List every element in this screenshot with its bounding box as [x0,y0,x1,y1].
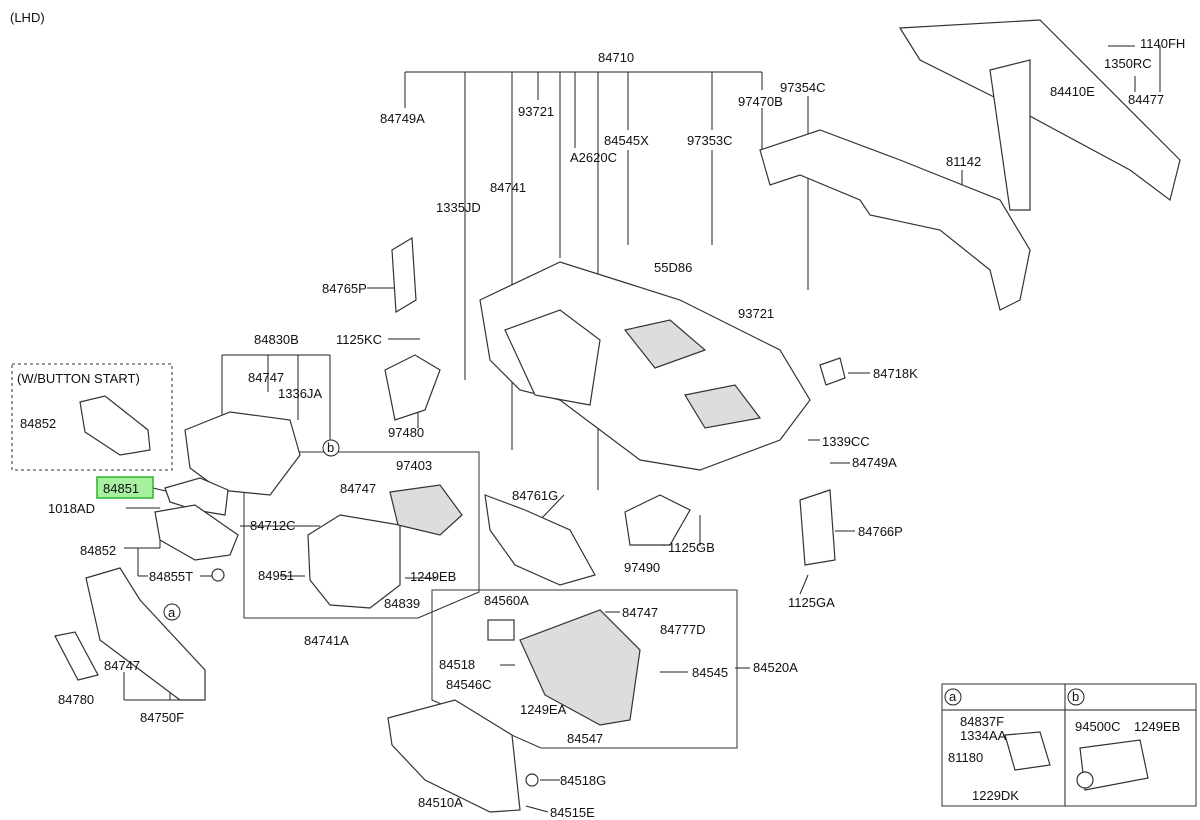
label-84518[interactable]: 84518 [439,657,475,672]
label-84741[interactable]: 84741 [490,180,526,195]
label-94500C[interactable]: 94500C [1075,719,1121,734]
marker-b: b [327,440,334,455]
label-84712C[interactable]: 84712C [250,518,296,533]
label-55D86[interactable]: 55D86 [654,260,692,275]
label-84520A[interactable]: 84520A [753,660,798,675]
marker-b-circle [322,439,340,457]
label-1249EB-mid[interactable]: 1249EB [410,569,456,584]
label-1140FH[interactable]: 1140FH [1140,36,1185,51]
label-84852-top[interactable]: 84852 [20,416,56,431]
marker-a-circle [163,603,181,621]
label-84547[interactable]: 84547 [567,731,603,746]
label-84851[interactable]: 84851 [103,481,139,496]
label-81180[interactable]: 81180 [948,750,983,765]
lower-panel-part [85,567,206,701]
label-1334AA[interactable]: 1334AA [960,728,1007,743]
label-84749A-mid[interactable]: 84749A [852,455,897,470]
label-84545[interactable]: 84545 [692,665,728,680]
label-1125GB[interactable]: 1125GB [668,540,715,555]
label-84766P[interactable]: 84766P [858,524,903,539]
label-84780[interactable]: 84780 [58,692,94,707]
label-84518G[interactable]: 84518G [560,773,606,788]
label-1335JD[interactable]: 1335JD [436,200,481,215]
label-84747-c[interactable]: 84747 [622,605,658,620]
label-84852-low[interactable]: 84852 [80,543,116,558]
label-1229DK[interactable]: 1229DK [972,788,1019,803]
label-1350RC[interactable]: 1350RC [1104,56,1152,71]
duct-part [759,129,1031,311]
label-84761G[interactable]: 84761G [512,488,558,503]
side-vent-part [391,236,417,314]
inset-a-label: a [949,689,957,704]
parts [54,19,1181,813]
label-84750F[interactable]: 84750F [140,710,184,725]
label-1339CC[interactable]: 1339CC [822,434,870,449]
label-97490[interactable]: 97490 [624,560,660,575]
label-84951[interactable]: 84951 [258,568,294,583]
glove-box-housing-part [519,609,641,726]
label-1249EA[interactable]: 1249EA [520,702,567,717]
label-84747-b[interactable]: 84747 [340,481,376,496]
label-84747-d[interactable]: 84747 [104,658,140,673]
inset-box [941,683,1197,807]
label-97353C[interactable]: 97353C [687,133,733,148]
label-84777D[interactable]: 84777D [660,622,706,637]
label-84515E[interactable]: 84515E [550,805,595,820]
button-start-label: (W/BUTTON START) [17,371,140,386]
group-84520A-box [431,589,738,749]
label-84749A-top[interactable]: 84749A [380,111,425,126]
label-84710[interactable]: 84710 [598,50,634,65]
label-97403[interactable]: 97403 [396,458,432,473]
glove-box-part [387,699,521,813]
cowl-cross-bar-part [898,19,1181,202]
cluster-hood-part [184,411,301,496]
labels: (LHD) (W/BUTTON START) 84710 84749A 9372… [10,10,1185,820]
label-81142[interactable]: 81142 [946,154,981,169]
label-84546C[interactable]: 84546C [446,677,492,692]
label-84545X[interactable]: 84545X [604,133,649,148]
label-84855T[interactable]: 84855T [149,569,193,584]
label-1249EB-b[interactable]: 1249EB [1134,719,1180,734]
label-97480[interactable]: 97480 [388,425,424,440]
label-84510A[interactable]: 84510A [418,795,463,810]
label-84718K[interactable]: 84718K [873,366,918,381]
label-84837F[interactable]: 84837F [960,714,1004,729]
label-1018AD[interactable]: 1018AD [48,501,95,516]
label-93721-top[interactable]: 93721 [518,104,554,119]
label-84830B[interactable]: 84830B [254,332,299,347]
inset-a-circle [944,688,962,706]
label-1336JA[interactable]: 1336JA [278,386,322,401]
label-84560A[interactable]: 84560A [484,593,529,608]
label-84410E[interactable]: 84410E [1050,84,1095,99]
label-97470B[interactable]: 97470B [738,94,783,109]
label-84741A[interactable]: 84741A [304,633,349,648]
label-84747-a[interactable]: 84747 [248,370,284,385]
label-1125GA[interactable]: 1125GA [788,595,835,610]
label-84477[interactable]: 84477 [1128,92,1164,107]
button-start-box [11,363,173,471]
inset-b-label: b [1072,689,1079,704]
label-97354C[interactable]: 97354C [780,80,826,95]
highlight-84851 [96,476,154,499]
inset-b-circle [1067,688,1085,706]
label-84765P[interactable]: 84765P [322,281,367,296]
label-A2620C[interactable]: A2620C [570,150,617,165]
label-1125KC[interactable]: 1125KC [336,332,382,347]
marker-a: a [168,605,176,620]
label-93721-mid[interactable]: 93721 [738,306,774,321]
label-84839[interactable]: 84839 [384,596,420,611]
variant-label: (LHD) [10,10,45,25]
group-84741A-box [243,451,480,619]
